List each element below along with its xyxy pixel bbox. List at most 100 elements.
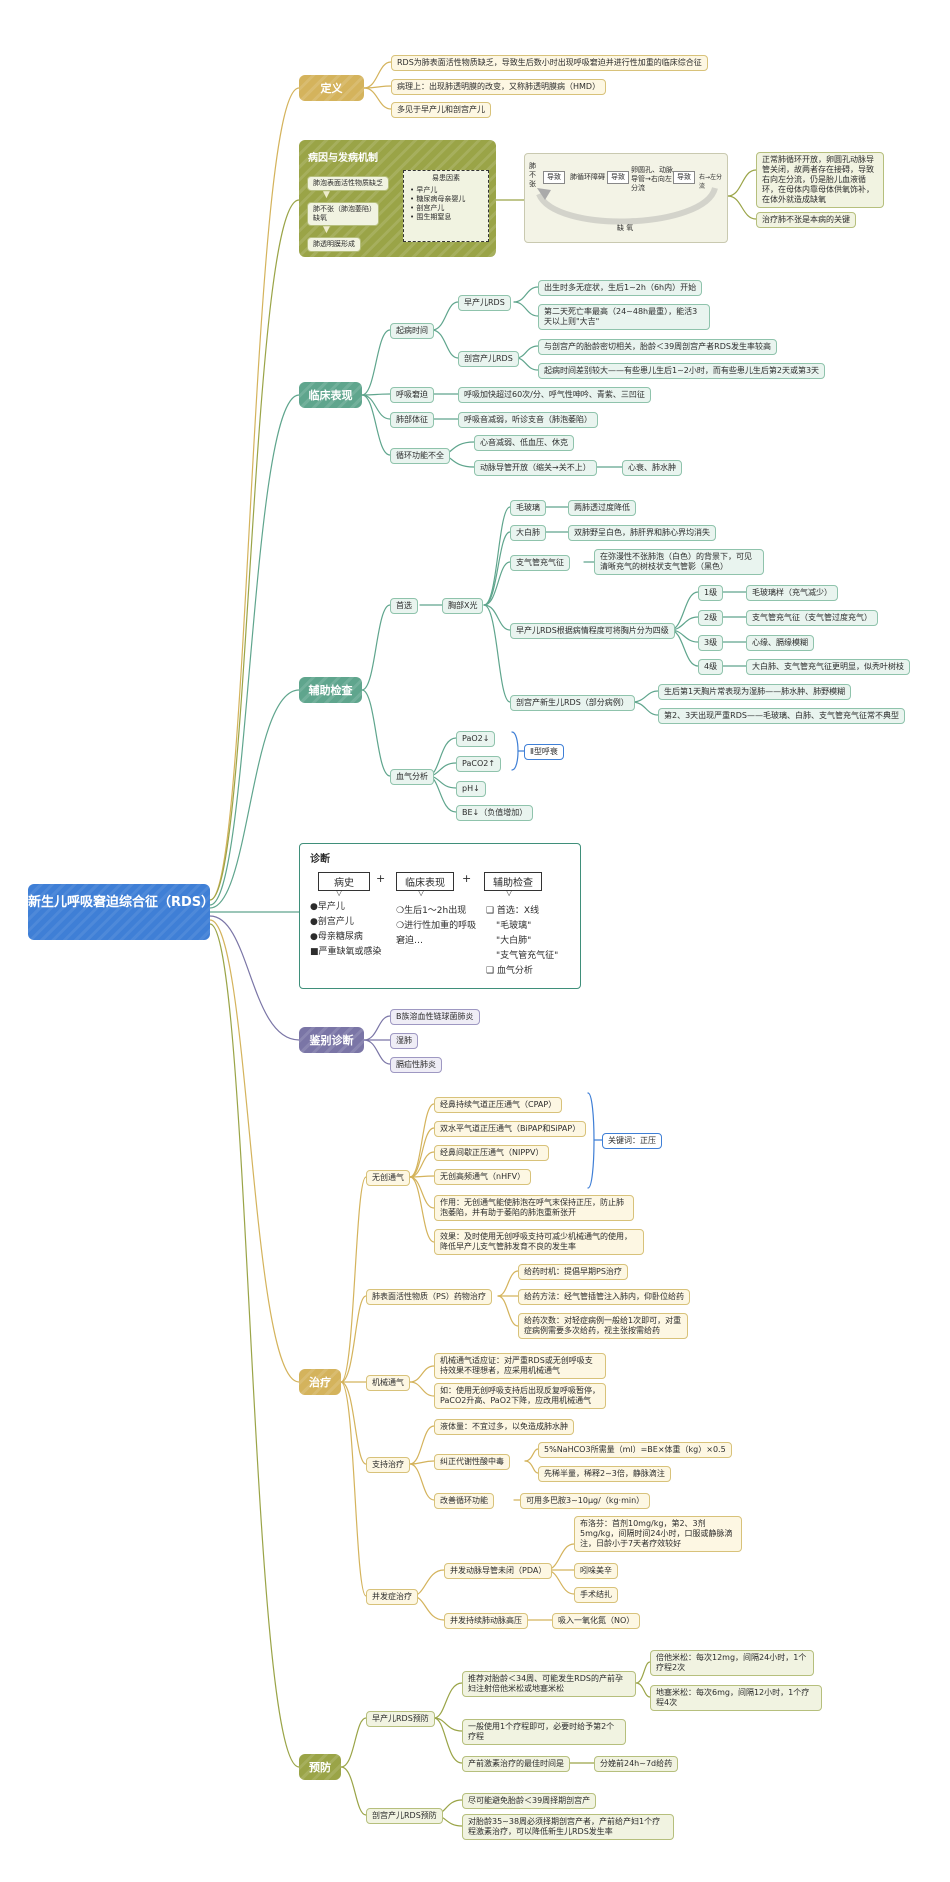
cycle-step: 卵圆孔、动脉导管→右向左分流: [631, 166, 673, 192]
prevention-cs[interactable]: 剖宫产儿RDS预防: [366, 1808, 443, 1824]
chevron-down-icon: ▽: [336, 888, 343, 897]
differential-item-3[interactable]: 膈疝性肺炎: [390, 1057, 442, 1073]
mv-item[interactable]: 如：使用无创呼吸支持后出现反复呼吸暂停，PaCO2升高、PaO2下降，应改用机械…: [434, 1383, 606, 1409]
circ-drug[interactable]: 可用多巴胺3~10μg/（kg·min）: [520, 1493, 651, 1509]
abg-item[interactable]: pH↓: [456, 781, 486, 797]
support-item[interactable]: 液体量：不宜过多，以免造成肺水肿: [434, 1419, 574, 1435]
cs-prev-item[interactable]: 对胎龄35~38周必须择期剖宫产者，产前给产妇1个疗程激素治疗，可以降低新生儿R…: [462, 1814, 674, 1840]
drug-item[interactable]: 倍他米松：每次12mg，间隔24小时，1个疗程2次: [650, 1650, 814, 1676]
clinical-onset[interactable]: 起病时间: [390, 323, 434, 339]
pre-course[interactable]: 一般使用1个疗程即可，必要时给予第2个疗程: [462, 1719, 626, 1745]
grade-desc[interactable]: 毛玻璃样（充气减少）: [746, 585, 838, 601]
clinical-circ[interactable]: 循环功能不全: [390, 448, 450, 464]
ps-item[interactable]: 给药时机：提倡早期PS治疗: [518, 1264, 628, 1280]
exam-first[interactable]: 首选: [390, 598, 418, 614]
niv-item[interactable]: 经鼻持续气道正压通气（CPAP）: [434, 1097, 563, 1113]
etiology-note-2[interactable]: 治疗肺不张是本病的关键: [756, 212, 856, 228]
pre-timing-value[interactable]: 分娩前24h~7d给药: [594, 1756, 679, 1772]
treatment-ps[interactable]: 肺表面活性物质（PS）药物治疗: [366, 1289, 492, 1305]
clinical-lung[interactable]: 肺部体征: [390, 412, 434, 428]
comp-pda[interactable]: 并发动脉导管未闭（PDA）: [444, 1563, 553, 1579]
clinical-resp[interactable]: 呼吸窘迫: [390, 387, 434, 403]
cs-prev-item[interactable]: 尽可能避免胎龄＜39周择期剖宫产: [462, 1793, 597, 1809]
category-clinical[interactable]: 临床表现: [299, 382, 362, 408]
category-exam[interactable]: 辅助检查: [299, 677, 362, 703]
xray-sign-desc[interactable]: 在弥漫性不张肺泡（白色）的背景下，可见清晰充气的树枝状支气管影（黑色）: [594, 549, 764, 575]
ps-item[interactable]: 给药方法：经气管插管注入肺内，仰卧位给药: [518, 1289, 690, 1305]
resp-item[interactable]: 呼吸加快超过60次/分、呼气性呻吟、青紫、三凹征: [458, 387, 651, 403]
preterm-item-1[interactable]: 出生时多无症状，生后1~2h（6h内）开始: [538, 280, 703, 296]
treatment-niv[interactable]: 无创通气: [366, 1170, 410, 1186]
niv-item[interactable]: 无创高频通气（nHFV）: [434, 1169, 532, 1185]
circ-end[interactable]: 心衰、肺水肿: [622, 460, 682, 476]
niv-item[interactable]: 双水平气道正压通气（BiPAP和SiPAP）: [434, 1121, 587, 1137]
support-item[interactable]: 改善循环功能: [434, 1493, 494, 1509]
grade-1[interactable]: 1级: [698, 585, 724, 601]
niv-key[interactable]: 关键词：正压: [602, 1133, 662, 1149]
definition-item-2[interactable]: 病理上：出现肺透明膜的改变，又称肺透明膜病（HMD）: [391, 79, 607, 95]
xray-sign-glass[interactable]: 毛玻璃: [510, 500, 546, 516]
mv-item[interactable]: 机械通气适应证：对严重RDS或无创呼吸支持效果不理想者，应采用机械通气: [434, 1353, 606, 1379]
grade-desc[interactable]: 支气管充气征（支气管过度充气）: [746, 610, 878, 626]
treatment-comp[interactable]: 并发症治疗: [366, 1589, 418, 1605]
exam-abg[interactable]: 血气分析: [390, 769, 434, 785]
niv-result[interactable]: 效果：及时使用无创呼吸支持可减少机械通气的使用，降低早产儿支气管肺发育不良的发生…: [434, 1229, 644, 1255]
grade-desc[interactable]: 大白肺、支气管充气征更明显，似秃叶树枝: [746, 659, 910, 675]
grade-2[interactable]: 2级: [698, 610, 724, 626]
xray-sign-desc[interactable]: 双肺野呈白色，肺肝界和肺心界均消失: [568, 525, 716, 541]
abg-note[interactable]: Ⅱ型呼衰: [524, 744, 564, 760]
category-differential[interactable]: 鉴别诊断: [299, 1027, 364, 1053]
acid-item[interactable]: 5%NaHCO3所需量（ml）=BE×体重（kg）×0.5: [538, 1442, 732, 1458]
category-prevention[interactable]: 预防: [299, 1754, 341, 1780]
ps-item[interactable]: 给药次数：对轻症病例一般给1次即可，对重症病例需要多次给药，视主张按需给药: [518, 1313, 688, 1339]
exam-cs-rds[interactable]: 剖宫产新生儿RDS（部分病例）: [510, 695, 635, 711]
clinical-preterm[interactable]: 早产儿RDS: [458, 295, 511, 311]
preterm-item-2[interactable]: 第二天死亡率最高（24~48h最重），能活3天以上则"大吉": [538, 304, 710, 330]
xray-grading[interactable]: 早产儿RDS根据病情程度可将胸片分为四级: [510, 623, 675, 639]
cs-item-2[interactable]: 第2、3天出现严重RDS——毛玻璃、白肺、支气管充气征常不典型: [658, 708, 905, 724]
category-etiology[interactable]: 病因与发病机制 肺泡表面活性物质缺乏 ▼ 肺不张（肺泡萎陷）缺氧 ▼ 肺透明膜形…: [299, 140, 496, 257]
category-diagnosis[interactable]: 诊断 病史 + 临床表现 + 辅助检查 ▽ ▽ ▽ ●早产儿●剖宫产儿●母亲糖尿…: [299, 843, 581, 989]
niv-item[interactable]: 经鼻间歇正压通气（NIPPV）: [434, 1145, 550, 1161]
differential-item-1[interactable]: B族溶血性链球菌肺炎: [390, 1009, 480, 1025]
grade-3[interactable]: 3级: [698, 635, 724, 651]
root-topic[interactable]: 新生儿呼吸窘迫综合征（RDS）: [28, 884, 214, 940]
circ-item-1[interactable]: 心音减弱、低血压、休克: [474, 435, 574, 451]
drug-item[interactable]: 地塞米松：每次6mg，间隔12小时，1个疗程4次: [650, 1685, 822, 1711]
xray-sign-desc[interactable]: 两肺透过度降低: [568, 500, 636, 516]
comp-pph[interactable]: 并发持续肺动脉高压: [444, 1613, 528, 1629]
abg-item[interactable]: PaO2↓: [456, 731, 496, 747]
niv-effect[interactable]: 作用：无创通气能使肺泡在呼气末保持正压，防止肺泡萎陷，并有助于萎陷的肺泡重新张开: [434, 1195, 634, 1221]
definition-item-3[interactable]: 多见于早产儿和剖宫产儿: [391, 102, 491, 118]
pda-item[interactable]: 布洛芬：首剂10mg/kg，第2、3剂5mg/kg，间隔时间24小时，口服或静脉…: [574, 1516, 742, 1552]
definition-item-1[interactable]: RDS为肺表面活性物质缺乏，导致生后数小时出现呼吸窘迫并进行性加重的临床综合征: [391, 55, 708, 71]
grade-4[interactable]: 4级: [698, 659, 724, 675]
category-definition[interactable]: 定义: [299, 75, 364, 101]
treatment-support[interactable]: 支持治疗: [366, 1457, 410, 1473]
pre-timing[interactable]: 产前激素治疗的最佳时间是: [462, 1756, 570, 1772]
treatment-mv[interactable]: 机械通气: [366, 1375, 410, 1391]
pda-item[interactable]: 手术结扎: [574, 1587, 618, 1603]
csection-item-2[interactable]: 起病时间差别较大——有些患儿生后1~2小时，而有些患儿生后第2天或第3天: [538, 363, 826, 379]
xray-sign-white[interactable]: 大白肺: [510, 525, 546, 541]
etiology-note-1[interactable]: 正常肺循环开放，卵圆孔动脉导管关闭，故两者存在接碍，导致右向左分流，仍是胎儿血液…: [756, 152, 884, 208]
abg-item[interactable]: BE↓（负值增加）: [456, 805, 534, 821]
category-treatment[interactable]: 治疗: [299, 1369, 341, 1395]
clinical-csection[interactable]: 剖宫产儿RDS: [458, 351, 519, 367]
grade-desc[interactable]: 心缘、膈缘模糊: [746, 635, 814, 651]
cycle-step: 导致: [607, 171, 629, 184]
pda-item[interactable]: 吲哚美辛: [574, 1563, 618, 1579]
csection-item-1[interactable]: 与剖宫产的胎龄密切相关，胎龄＜39周剖宫产者RDS发生率较高: [538, 339, 777, 355]
circ-item-2[interactable]: 动脉导管开放（缩关→关不上）: [474, 460, 597, 476]
support-item[interactable]: 纠正代谢性酸中毒: [434, 1454, 510, 1470]
xray-sign-air[interactable]: 支气管充气征: [510, 555, 570, 571]
differential-item-2[interactable]: 湿肺: [390, 1033, 418, 1049]
abg-item[interactable]: PaCO2↑: [456, 756, 502, 772]
pre-main[interactable]: 推荐对胎龄＜34周、可能发生RDS的产前孕妇注射倍他米松或地塞米松: [462, 1671, 636, 1697]
pph-item[interactable]: 吸入一氧化氮（NO）: [552, 1613, 641, 1629]
acid-item[interactable]: 先稀半量，稀释2~3倍，静脉滴注: [538, 1466, 671, 1482]
lung-item[interactable]: 呼吸音减弱，听诊支音（肺泡萎陷）: [458, 412, 598, 428]
exam-xray[interactable]: 胸部X光: [442, 598, 484, 614]
cs-item-1[interactable]: 生后第1天胸片常表现为湿肺——肺水肿、肺野模糊: [658, 684, 852, 700]
prevention-preterm[interactable]: 早产儿RDS预防: [366, 1711, 435, 1727]
